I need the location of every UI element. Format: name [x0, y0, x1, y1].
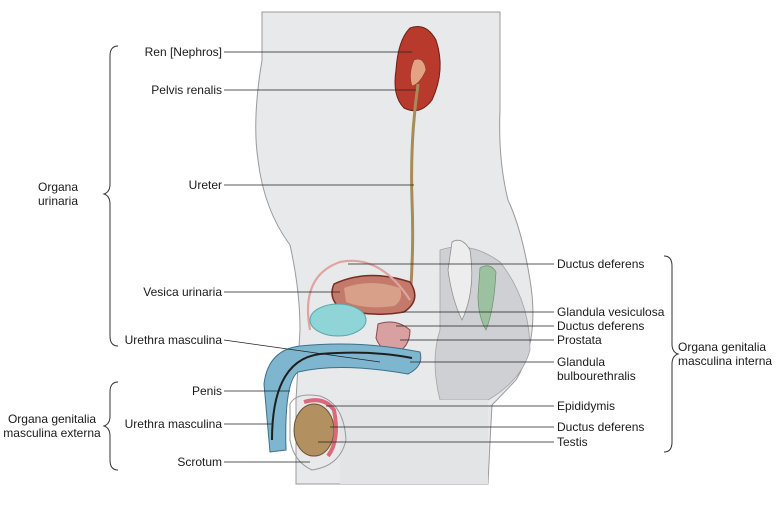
label-ren-nephros: Ren [Nephros]: [144, 45, 222, 59]
label-pelvis-renalis: Pelvis renalis: [151, 83, 222, 97]
leader-lines-left: [223, 51, 416, 463]
group-organa-urinaria: Organa urinaria: [18, 180, 98, 208]
ureter: [408, 83, 420, 301]
sacrum: [447, 239, 473, 321]
label-vesica-urinaria: Vesica urinaria: [143, 285, 222, 299]
group-organa-urinaria-line2: urinaria: [37, 194, 79, 208]
group-genitalia-externa-line1: Organa genitalia: [7, 412, 97, 426]
label-prostata: Prostata: [557, 333, 602, 347]
label-testis: Testis: [557, 435, 588, 449]
group-braces: [102, 45, 680, 471]
label-urethra-masculina-upper: Urethra masculina: [124, 333, 222, 347]
penis-spongiosum: [263, 343, 422, 453]
ductus-deferens-loop: [306, 259, 411, 331]
group-organa-urinaria-line1: Organa: [37, 180, 79, 194]
label-ureter: Ureter: [188, 178, 222, 192]
bladder-wall: [344, 283, 402, 308]
label-penis: Penis: [191, 384, 222, 398]
label-ductus-deferens-1: Ductus deferens: [557, 257, 645, 271]
group-genitalia-interna: Organa genitalia masculina interna: [678, 340, 776, 368]
group-genitalia-interna-line2: masculina interna: [678, 354, 773, 368]
urethra-line: [271, 351, 413, 441]
label-urethra-masculina-lower: Urethra masculina: [124, 417, 222, 431]
testis: [293, 403, 335, 457]
leader-lines-right: [318, 263, 554, 443]
rectum: [477, 265, 497, 331]
scrotum-outline: [289, 394, 347, 471]
epididymis: [303, 398, 338, 458]
label-glandula: Glandula: [557, 355, 606, 369]
label-ductus-deferens-2: Ductus deferens: [557, 319, 645, 333]
label-epididymis: Epididymis: [557, 399, 616, 413]
label-ductus-deferens-3: Ductus deferens: [557, 420, 645, 434]
renal-pelvis: [410, 58, 427, 87]
pubic-symphysis: [309, 303, 367, 337]
group-genitalia-externa: Organa genitalia masculina externa: [0, 412, 104, 440]
group-genitalia-externa-line2: masculina externa: [3, 426, 101, 440]
label-glandula-vesiculosa: Glandula vesiculosa: [557, 305, 665, 319]
label-bulbourethralis: bulbourethralis: [557, 369, 636, 383]
label-scrotum: Scrotum: [177, 455, 222, 469]
group-genitalia-interna-line1: Organa genitalia: [678, 340, 767, 354]
